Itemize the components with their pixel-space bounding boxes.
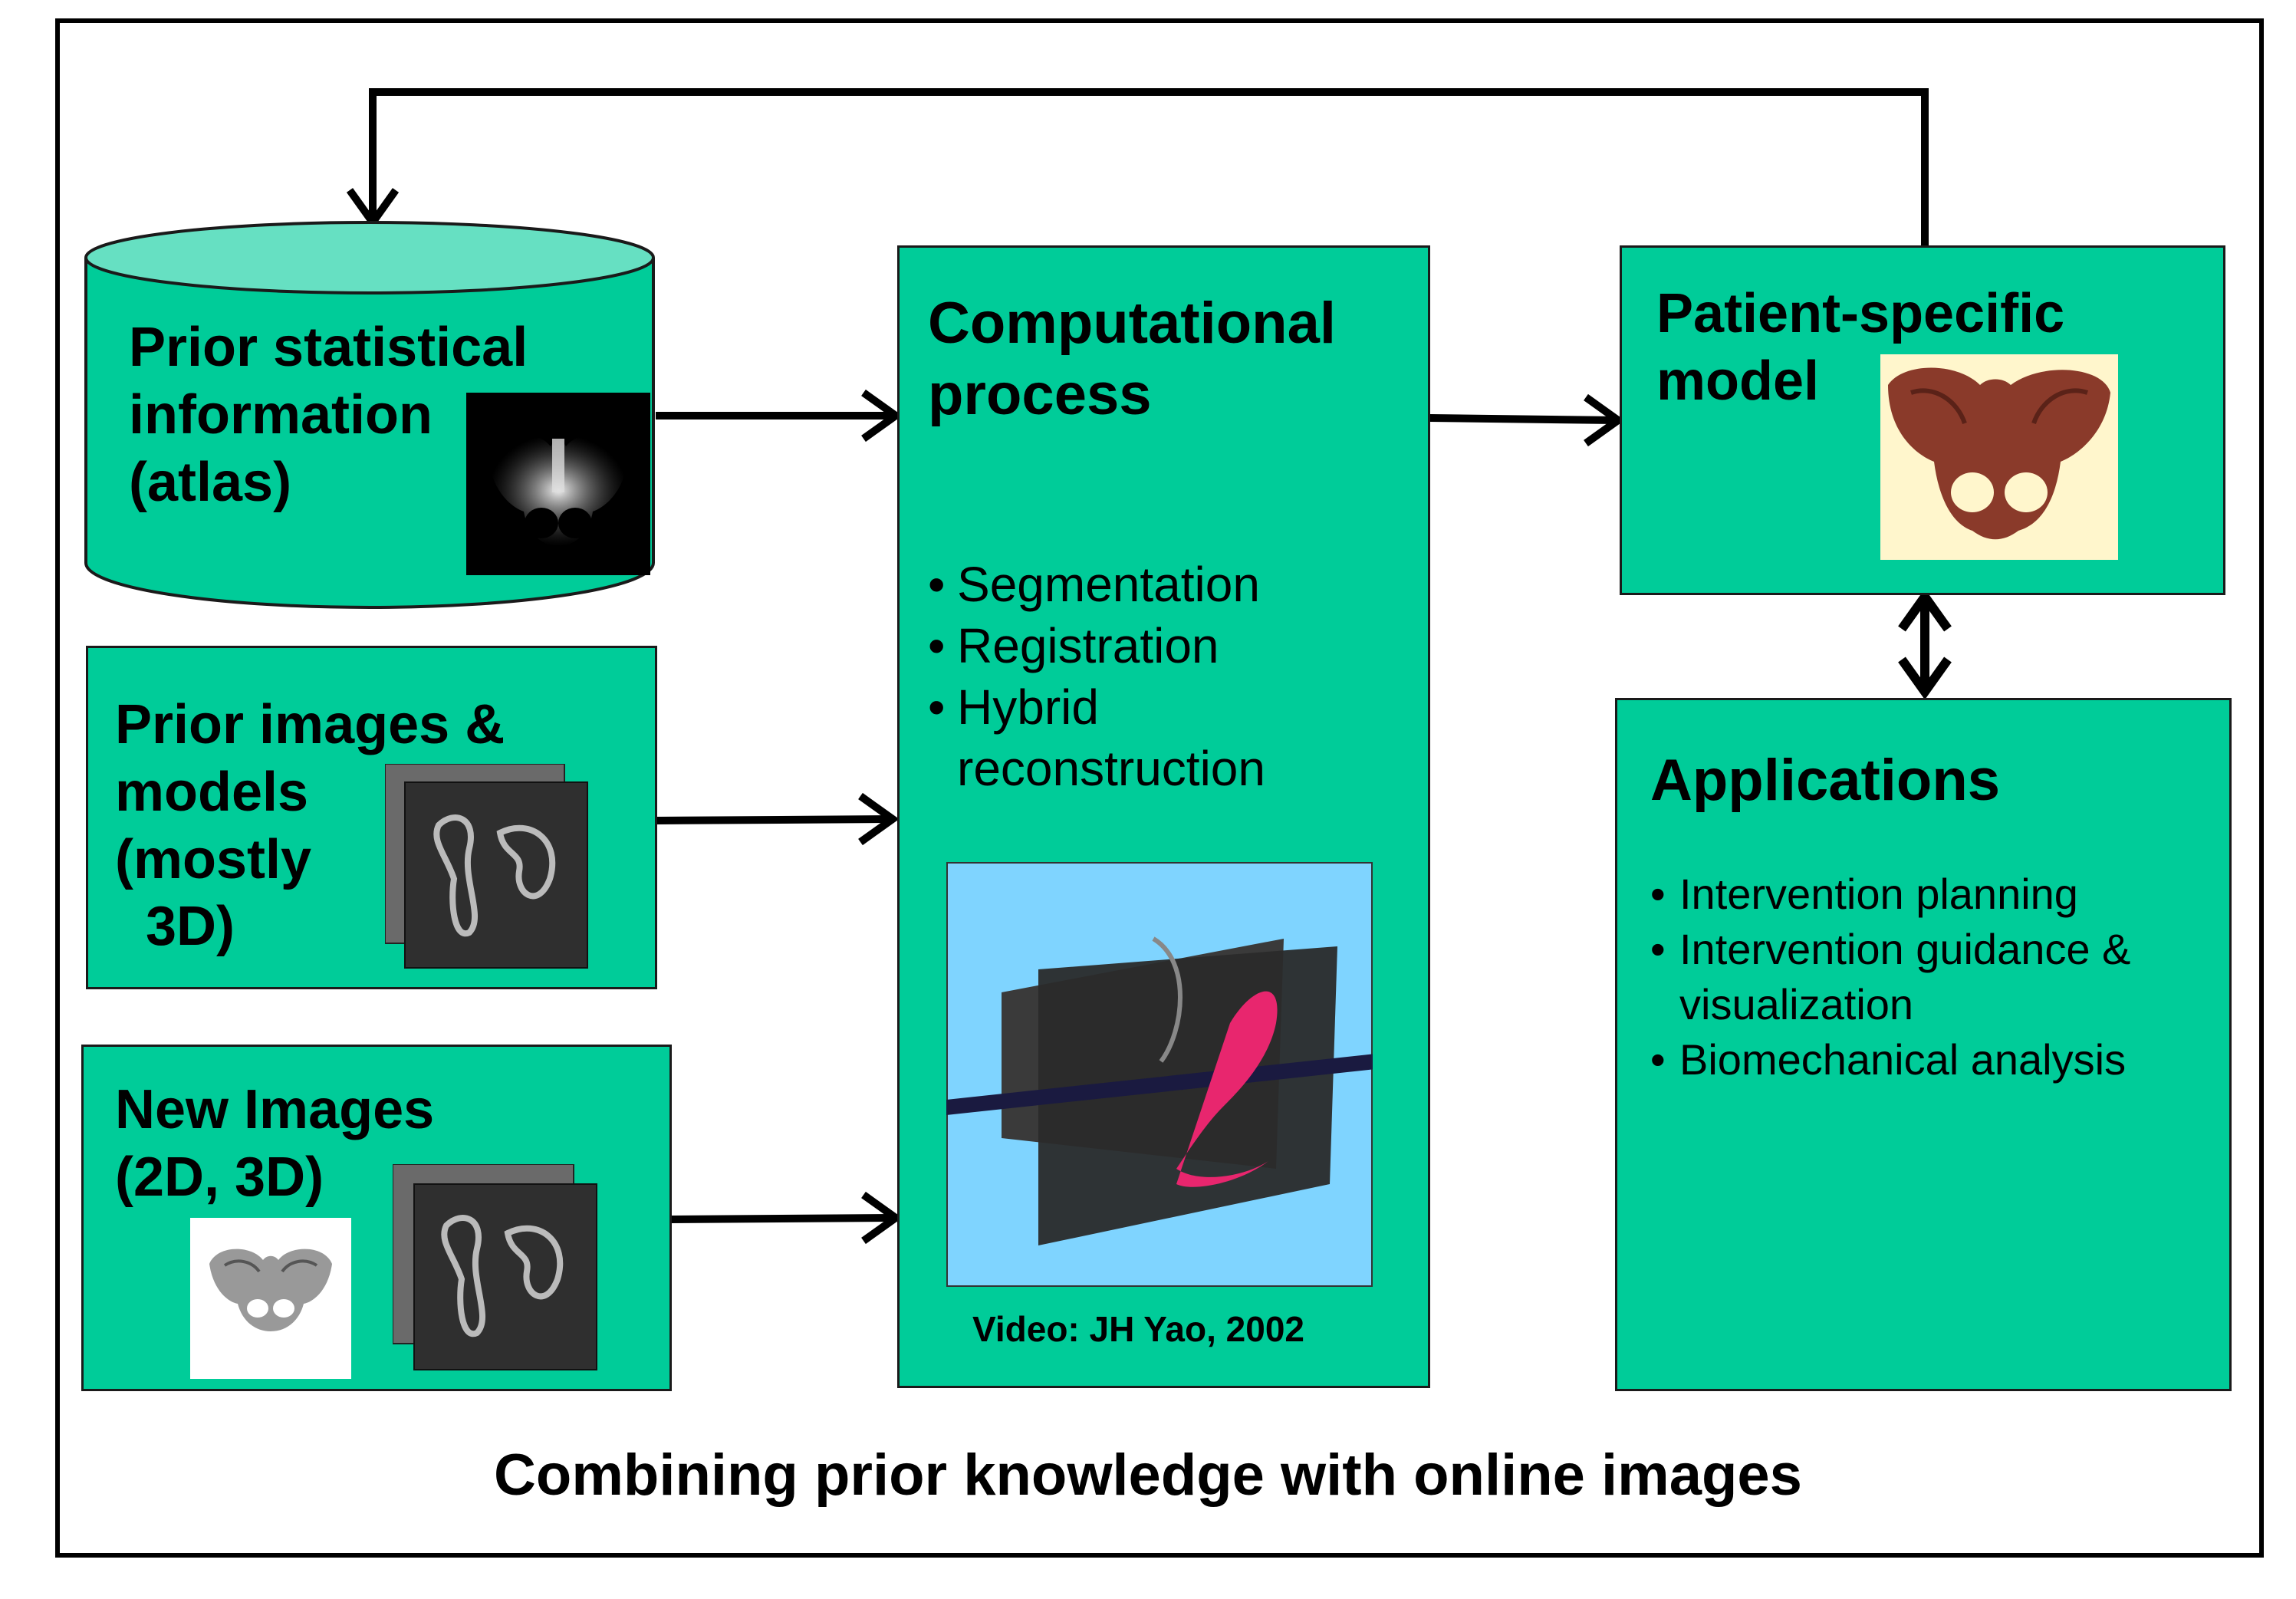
video-credit: Video: JH Yao, 2002 [972,1309,1304,1349]
computational-bullets: Segmentation Registration Hybrid reconst… [928,554,1265,799]
bullet-intervention-guidance: Intervention guidance & [1650,922,2130,977]
feedback-loop-arrow [369,88,1929,245]
new-images-label: New Images (2D, 3D) [115,1079,435,1208]
new-images-arrowhead [861,1191,903,1245]
new-pelvis-xray-image [190,1218,351,1379]
bullet-intervention-planning: Intervention planning [1650,867,2130,922]
new-ct-slices-image [393,1164,597,1370]
atlas-arrowhead [861,389,903,443]
computational-title: Computational process [928,291,1336,427]
prior-images-label: Prior images & models (mostly 3D) [115,694,505,958]
patient-model-label: Patient-specific model [1656,283,2065,412]
bullet-hybrid-continued: reconstruction [957,741,1265,796]
applications-title: Applications [1650,748,2001,813]
applications-bullets: Intervention planning Intervention guida… [1650,867,2130,1087]
atlas-label: Prior statistical information (atlas) [129,317,528,513]
bullet-segmentation: Segmentation [928,554,1265,615]
prior-images-arrowhead [858,792,900,846]
outer-frame [55,18,2264,1558]
video-reconstruction-image[interactable] [946,862,1373,1287]
diagram-caption: Combining prior knowledge with online im… [494,1443,1802,1508]
bullet-intervention-guidance-continued: visualization [1679,980,1914,1028]
bullet-hybrid: Hybrid [928,676,1265,738]
new-images-to-process-arrow [669,1214,893,1223]
model-applications-arrowhead-up [1898,588,1952,632]
bullet-biomechanical-analysis: Biomechanical analysis [1650,1032,2130,1087]
prior-ct-slices-image [385,764,588,969]
atlas-pelvis-image [466,393,650,575]
process-to-model-arrowhead [1584,393,1625,447]
model-applications-arrowhead-down [1898,656,1952,700]
process-to-model-arrow [1429,414,1617,424]
patient-pelvis-model-image [1880,354,2118,560]
prior-images-to-process-arrow [655,815,890,824]
bullet-registration: Registration [928,615,1265,676]
